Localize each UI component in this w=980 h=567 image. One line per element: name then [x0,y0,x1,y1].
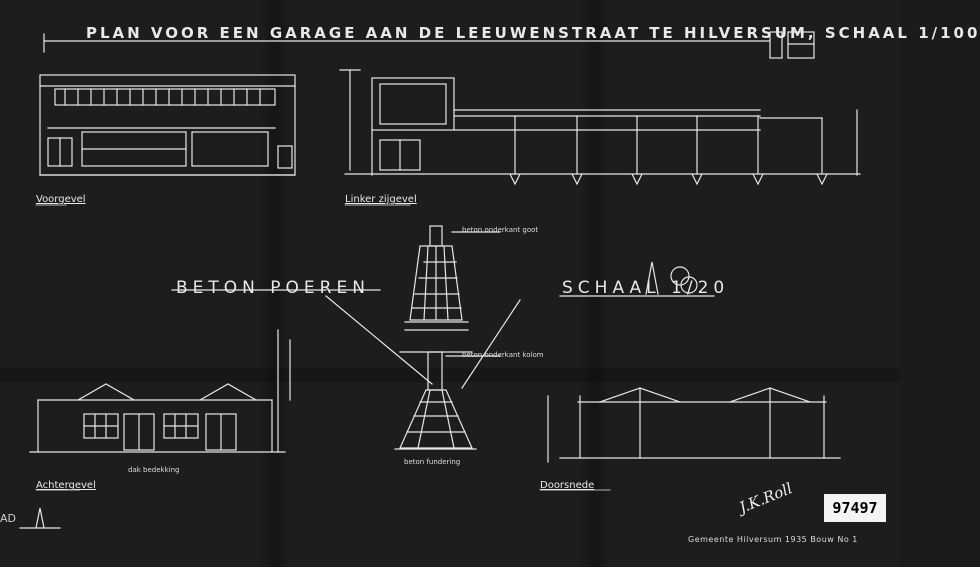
cross-section-drawing [547,387,841,463]
concrete-piers-label: Beton poeren [176,278,370,298]
pier-base-note: beton fundering [404,458,461,466]
side-view-label: Linker zijgevel [345,194,417,205]
cross-section-label: Doorsnede [540,480,595,491]
front-view-label: Voorgevel [36,194,86,205]
rear-elevation-drawing [29,329,291,453]
archive-stamp: Gemeente Hilversum 1935 Bouw No 1 [688,535,858,544]
corner-scale [19,507,61,529]
scale-symbol [645,261,698,295]
scale-label: Schaal 1/20 [562,278,730,298]
pier-detail-lower [394,351,501,450]
pier-detail-upper [404,225,501,331]
rear-note: dak bedekking [128,466,180,474]
corner-mark: AD [0,512,16,525]
label-underlines [35,204,611,491]
sheet-title: Plan voor een garage aan de Leeuwenstraa… [86,24,980,42]
drawing-canvas [19,0,861,567]
title-frame [43,31,815,59]
pier-note-bottom: beton onderkant kolom [462,351,544,359]
side-elevation-drawing [339,69,861,186]
front-elevation-drawing [39,74,296,176]
rear-view-label: Achtergevel [36,480,96,491]
pier-note-top: beton onderkant goot [462,226,539,234]
paper-folds [260,0,610,567]
archive-number-box: 97497 [824,494,886,522]
piers-label-leaders [171,289,715,389]
